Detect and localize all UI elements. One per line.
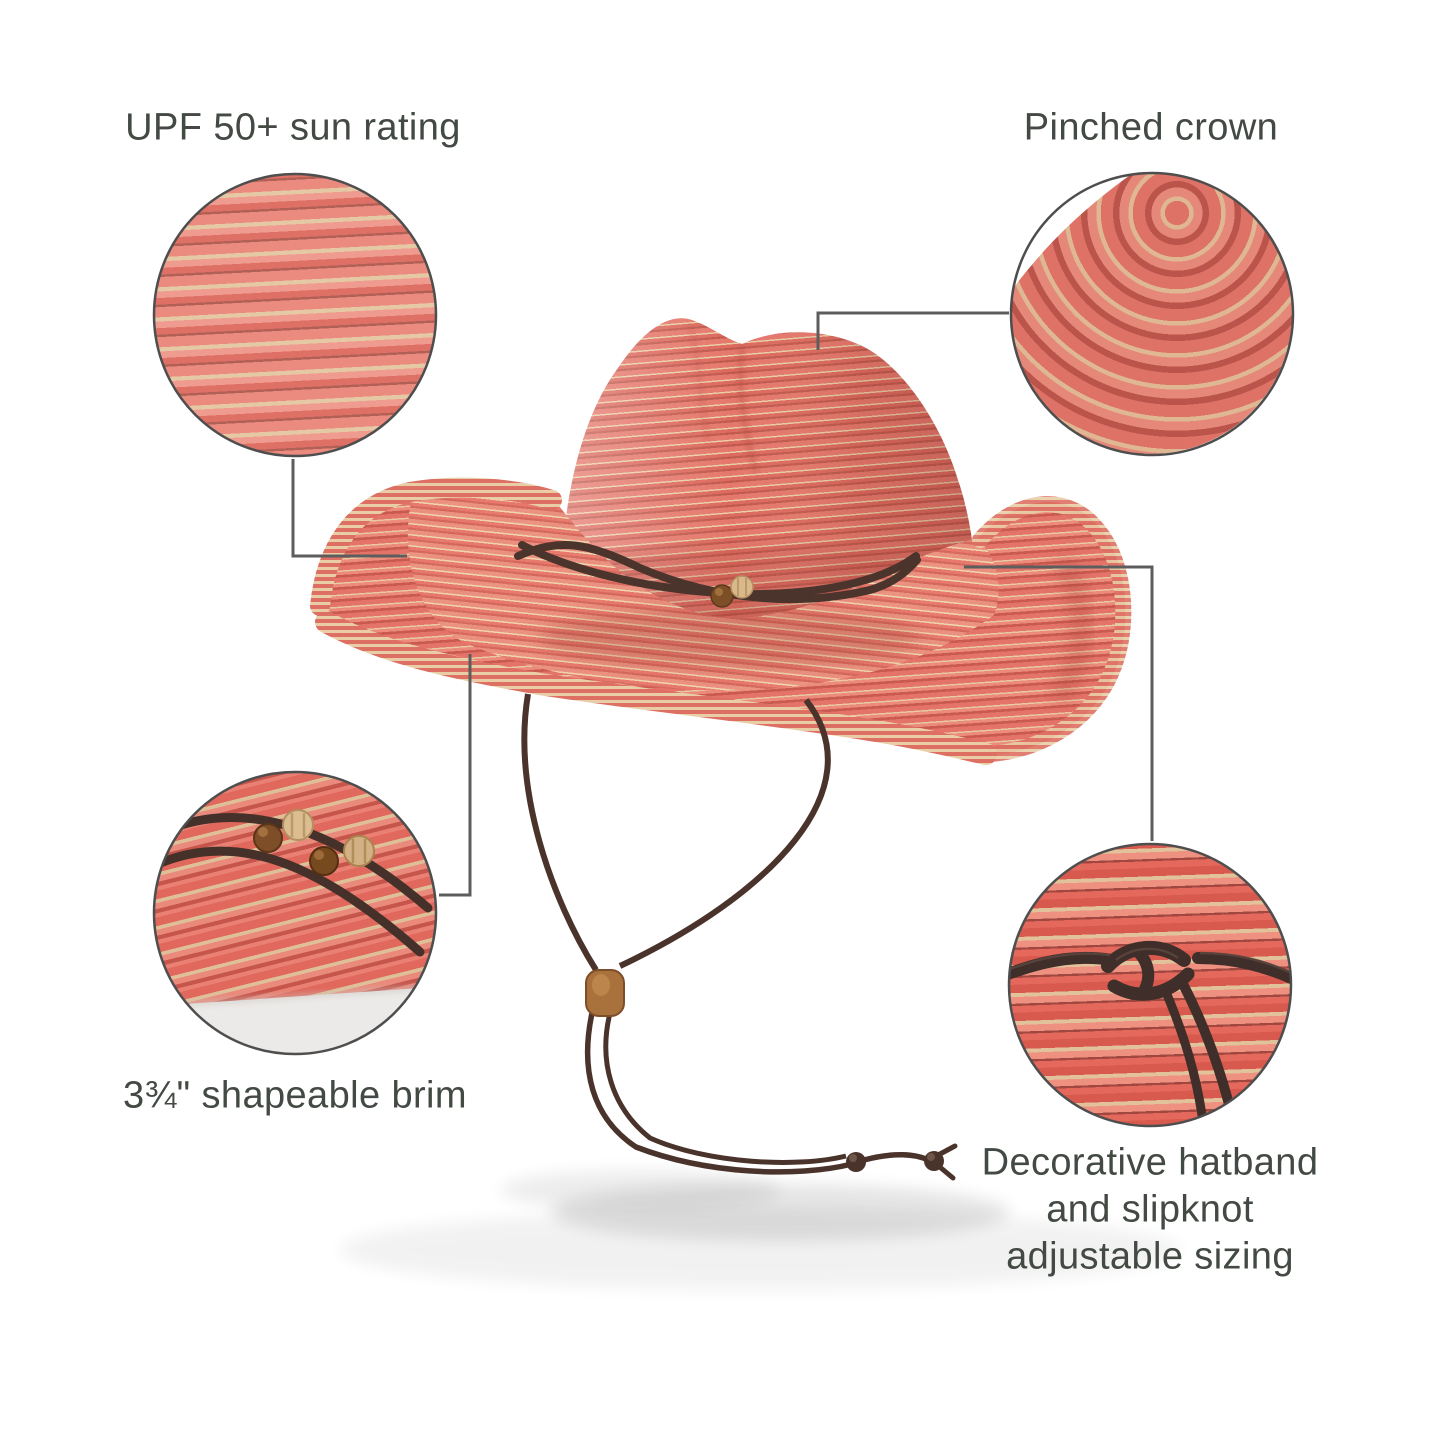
callout-circle-sun-rating [152,172,438,458]
cord-end-knots [846,1151,944,1172]
hatband-beads [710,575,754,608]
chin-cord [521,693,958,1181]
leader-lines [291,311,1154,897]
leader-line-hatband [964,565,1154,841]
crown-pinch-crease [738,345,759,473]
hat-crown [540,318,980,638]
callout-label-shapeable-brim: 3¾" shapeable brim [123,1074,467,1117]
cord-slider-bead [585,969,625,1017]
brim-edge-band-curl [972,496,1132,762]
detail-knot [1009,941,1291,1120]
callout-circle-pinched-crown [1009,171,1295,457]
knot-highlights [1009,947,1291,976]
leader-line-pinched-crown [816,311,1009,350]
floor-shadow [340,1170,1180,1290]
brim-edge-band-front [315,611,997,765]
leader-line-sun-rating [291,459,407,558]
leader-line-shapeable-brim [439,654,472,897]
callout-label-sun-rating: UPF 50+ sun rating [125,106,461,149]
hat-photo [310,318,1132,1181]
callout-label-hatband: Decorative hatband and slipknot adjustab… [981,1141,1319,1278]
callout-label-pinched-crown: Pinched crown [1023,106,1279,149]
callout-circle-hatband [1007,842,1293,1128]
detail-beads [253,809,375,876]
